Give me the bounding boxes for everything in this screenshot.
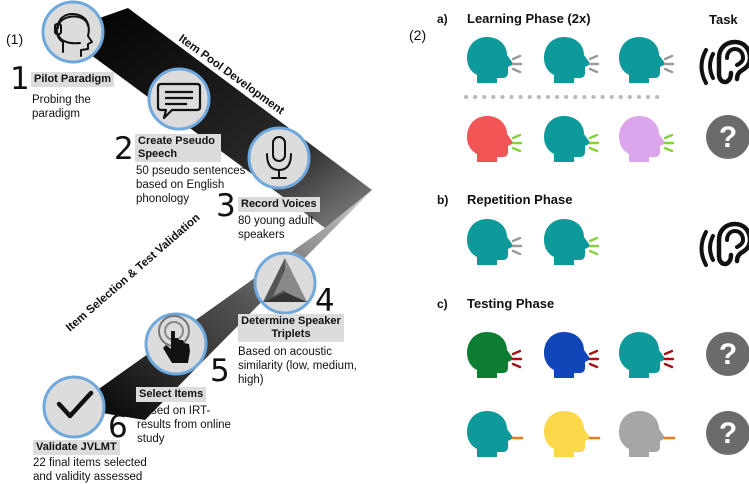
step-desc-4: Based on acoustic similarity (low, mediu… bbox=[238, 346, 357, 386]
speaker-learn-2 bbox=[544, 37, 600, 83]
question-mark-2: ? bbox=[719, 338, 737, 371]
phase-title-learning: Learning Phase (2x) bbox=[467, 11, 591, 26]
touch-icon bbox=[158, 315, 190, 363]
headset-head-icon bbox=[54, 13, 93, 57]
speaker-learn-red bbox=[467, 116, 523, 162]
step-number-3: 3 bbox=[216, 188, 236, 224]
step-label-6: Validate JVLMT bbox=[33, 440, 120, 455]
speaker-rep-1 bbox=[467, 219, 523, 265]
speaker-learn-lilac bbox=[619, 116, 675, 162]
phase-tag-c: c) bbox=[437, 297, 448, 311]
step-desc-5: Based on IRT-results from online study bbox=[137, 405, 231, 445]
phase-diagram: ? ? bbox=[464, 37, 749, 457]
question-mark-1: ? bbox=[719, 121, 737, 154]
step-label-1: Pilot Paradigm bbox=[31, 72, 115, 87]
step-desc-2: 50 pseudo sentences based on English pho… bbox=[136, 165, 246, 205]
speaker-test2-teal bbox=[467, 411, 524, 457]
step-circle-6 bbox=[42, 375, 106, 439]
step-label-3: Record Voices bbox=[238, 197, 320, 212]
pyramid-icon bbox=[263, 258, 307, 302]
phase-title-repetition: Repetition Phase bbox=[467, 192, 573, 207]
ear-icon bbox=[702, 224, 749, 265]
checkmark-icon bbox=[56, 390, 94, 419]
speaker-test-teal bbox=[619, 332, 675, 378]
step-desc-1: Probing the paradigm bbox=[32, 94, 91, 120]
lower-band bbox=[72, 190, 372, 420]
speech-bubble-icon bbox=[156, 82, 202, 120]
task-header: Task bbox=[709, 12, 738, 27]
step-number-6: 6 bbox=[108, 409, 128, 445]
question-icon: ? bbox=[706, 115, 749, 159]
question-icon: ? bbox=[706, 411, 749, 455]
phase-title-testing: Testing Phase bbox=[467, 296, 555, 311]
workflow-diagram: Item Pool Development Item Selection & T… bbox=[41, 0, 372, 439]
speaker-test2-gray bbox=[619, 411, 676, 457]
step-desc-3: 80 young adult speakers bbox=[238, 215, 314, 241]
ear-icon bbox=[702, 42, 749, 83]
speaker-rep-2 bbox=[544, 219, 600, 265]
panel-1-label: (1) bbox=[6, 31, 24, 47]
step-circle-3 bbox=[247, 126, 311, 190]
speaker-learn-1 bbox=[467, 37, 523, 83]
step-label-4: Determine Speaker Triplets bbox=[238, 314, 344, 342]
question-icon: ? bbox=[706, 332, 749, 376]
phase-tag-b: b) bbox=[437, 193, 449, 207]
question-mark-3: ? bbox=[719, 417, 737, 450]
speaker-test2-yellow bbox=[544, 411, 601, 457]
step-desc-6: 22 final items selected and validity ass… bbox=[33, 457, 147, 483]
step-number-5: 5 bbox=[210, 353, 230, 389]
step-number-4: 4 bbox=[315, 283, 335, 319]
panel-2-label: (2) bbox=[409, 27, 427, 43]
speaker-test-green bbox=[467, 332, 523, 378]
phase-tag-a: a) bbox=[437, 12, 448, 26]
step-circle-1 bbox=[41, 0, 105, 64]
step-label-5: Select Items bbox=[136, 387, 207, 402]
step-number-2: 2 bbox=[114, 131, 134, 167]
step-number-1: 1 bbox=[10, 61, 30, 97]
speaker-learn-3 bbox=[619, 37, 675, 83]
step-label-2: Create Pseudo Speech bbox=[135, 134, 221, 162]
microphone-icon bbox=[266, 136, 292, 179]
speaker-test-blue bbox=[544, 332, 600, 378]
speaker-learn-teal bbox=[544, 116, 600, 162]
